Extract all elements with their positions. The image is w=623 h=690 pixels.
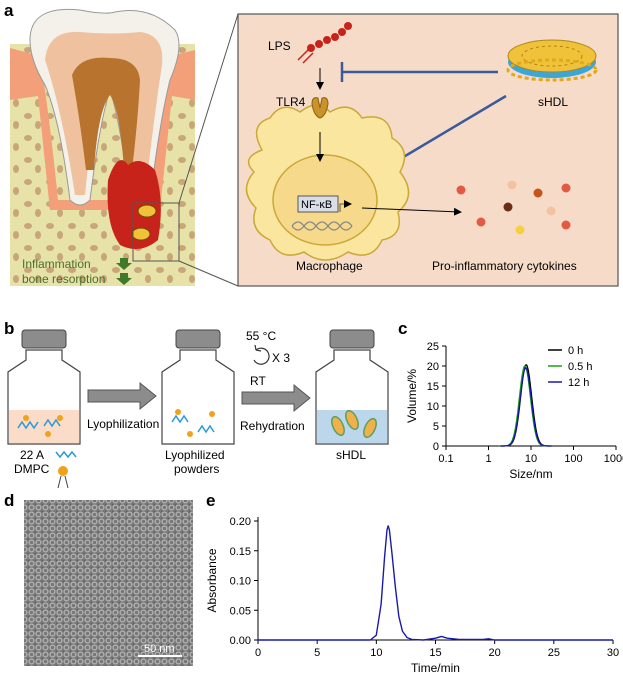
x-tick-label: 15 [429, 647, 441, 659]
panel-a-letter: a [4, 1, 14, 20]
y-axis-label: Absorbance [205, 548, 219, 612]
gum [10, 48, 195, 210]
shdl-particle-tooth-1 [137, 204, 157, 218]
tooth-pulp [72, 57, 140, 170]
y-tick-label: 25 [427, 341, 439, 353]
down-arrow-inflammation-icon [116, 258, 132, 270]
lps-molecule [297, 22, 352, 64]
lyophilized-label-1: Lyophilized [165, 448, 225, 462]
y-tick-label: 0.20 [230, 516, 251, 528]
y-tick-label: 10 [427, 401, 439, 413]
panel-b-letter: b [4, 319, 14, 338]
tooth-illustration [10, 8, 195, 286]
legend-label: 0.5 h [568, 361, 592, 373]
x-tick-label: 25 [548, 647, 560, 659]
macrophage-label: Macrophage [296, 259, 363, 273]
panel-d-letter: d [4, 491, 14, 510]
lyophilization-label: Lyophilization [87, 417, 159, 431]
y-tick-label: 0 [433, 441, 439, 453]
y-tick-label: 20 [427, 361, 439, 373]
legend-label: 12 h [568, 377, 589, 389]
cycles-label: X 3 [272, 351, 290, 365]
cycle-icon [253, 344, 270, 365]
to-cytokines-arrow [361, 207, 462, 216]
x-tick-label: 1 [485, 453, 491, 465]
lipid-tail-icon [57, 475, 69, 489]
shdl-disc [506, 39, 598, 82]
y-axis-label: Volume/% [405, 369, 419, 423]
y-tick-label: 15 [427, 381, 439, 393]
x-tick-label: 0.1 [438, 453, 453, 465]
down-arrow-bone-icon [116, 273, 132, 285]
chromatogram-chart: 0 5 10 15 20 25 30 0.00 0.05 0.10 0.15 0.20Time/min… [205, 516, 619, 675]
shdl-particle-tooth-2 [131, 227, 151, 241]
shdl-label-b: sHDL [336, 448, 366, 462]
series-line [258, 525, 613, 641]
y-tick-label: 0.15 [230, 546, 251, 558]
rehydration-arrow-icon [241, 383, 311, 413]
dna-strand [291, 221, 353, 231]
x-axis-label: Time/min [411, 661, 460, 675]
x-tick-label: 10 [525, 453, 537, 465]
shdl-label-a: sHDL [538, 95, 568, 109]
cytokines-label: Pro-inflammatory cytokines [432, 259, 577, 273]
x-tick-label: 5 [314, 647, 320, 659]
y-tick-label: 0.05 [230, 605, 251, 617]
series-line [500, 364, 552, 447]
nfkb-label: NF-κB [301, 199, 332, 211]
x-tick-label: 10 [370, 647, 382, 659]
panel-a: a Inflammation bone resorption [4, 1, 619, 287]
nfkb-box [297, 195, 339, 213]
x-tick-label: 100 [564, 453, 582, 465]
vial-3 [315, 329, 389, 445]
scale-bar-label: 50 nm [144, 643, 175, 655]
x-tick-label: 20 [489, 647, 501, 659]
bone-resorption-label: bone resorption [22, 272, 105, 286]
vial-1-cap [21, 329, 67, 349]
y-tick-label: 0.00 [230, 635, 251, 647]
tlr4-label: TLR4 [276, 95, 306, 109]
x-axis-label: Size/nm [509, 467, 552, 481]
transcription-arrow [339, 200, 352, 212]
peptide-icon [55, 450, 77, 459]
x-tick-label: 30 [607, 647, 619, 659]
zoom-line-bottom [178, 260, 239, 287]
lps-label: LPS [268, 39, 291, 53]
x-tick-label: 0 [255, 647, 261, 659]
legend-label: 0 h [568, 345, 583, 357]
rehydration-label: Rehydration [240, 419, 305, 433]
inflamed-region [107, 160, 161, 249]
panel-b: b 22 A DMPC Lyophilization [4, 319, 389, 489]
temperature-label: 55 °C [246, 329, 276, 343]
series-line [499, 365, 551, 447]
y-tick-label: 0.10 [230, 576, 251, 588]
panel-c-letter: c [398, 319, 407, 338]
tem-shading [24, 500, 193, 666]
vial-1-content [9, 410, 79, 443]
panel-d: d 50 nm [4, 491, 193, 666]
reagent-dmpc-label: DMPC [14, 462, 50, 476]
lyophilization-arrow-icon [87, 381, 157, 411]
panel-e: e 0 5 10 15 20 25 30 0.00 0.05 0.10 0.15 0.20Time/m… [205, 491, 619, 675]
vial-1 [7, 329, 81, 445]
vial-2 [161, 329, 235, 445]
panel-e-letter: e [206, 491, 215, 510]
cytokines-dots [456, 180, 571, 235]
zoom-line-top [178, 13, 239, 204]
reagent-22a-label: 22 A [20, 448, 44, 462]
series-line [500, 367, 552, 447]
y-tick-label: 5 [433, 421, 439, 433]
inflammation-label: Inflammation [22, 257, 91, 271]
lipid-head-icon [58, 466, 68, 476]
lyophilized-label-2: powders [174, 462, 219, 476]
zoom-region [132, 202, 180, 262]
rt-label: RT [250, 374, 266, 388]
tlr4-receptor [311, 97, 329, 119]
tem-image [24, 500, 193, 666]
